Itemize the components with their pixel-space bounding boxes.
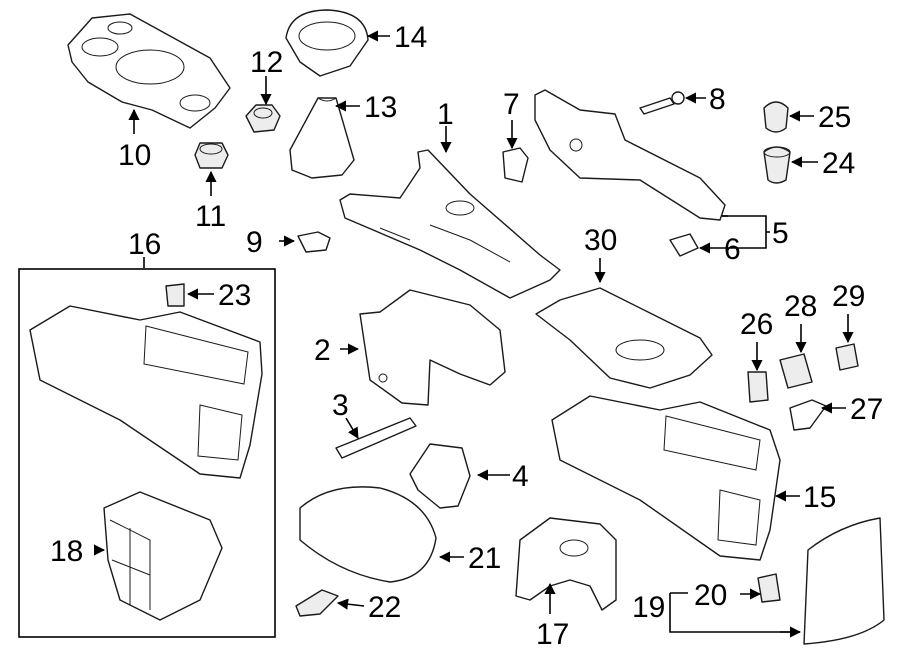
cap-25 xyxy=(763,101,789,133)
button-23 xyxy=(165,283,185,307)
boot-ring-14 xyxy=(285,9,369,77)
label-16: 16 xyxy=(128,228,161,261)
leader-lines xyxy=(93,30,854,638)
console-inset-16 xyxy=(29,305,263,479)
outlet-26 xyxy=(747,371,769,403)
label-5: 5 xyxy=(772,217,789,250)
clip-6 xyxy=(669,233,699,257)
trim-22 xyxy=(295,589,339,617)
upper-trim-30 xyxy=(535,287,713,389)
label-13: 13 xyxy=(364,91,397,124)
clip-20 xyxy=(757,573,781,603)
console-base-1 xyxy=(339,149,561,299)
label-22: 22 xyxy=(368,591,401,624)
label-3: 3 xyxy=(332,389,349,422)
label-25: 25 xyxy=(818,101,851,134)
push-pin-9 xyxy=(297,231,331,253)
label-9: 9 xyxy=(246,226,263,259)
label-2: 2 xyxy=(314,334,331,367)
socket-24 xyxy=(763,146,791,184)
bracket-7 xyxy=(502,147,529,183)
button-29 xyxy=(835,343,859,371)
label-10: 10 xyxy=(118,139,151,172)
bracket-17 xyxy=(515,517,617,611)
label-4: 4 xyxy=(512,460,529,493)
label-28: 28 xyxy=(784,290,817,323)
console-15 xyxy=(551,395,781,561)
label-14: 14 xyxy=(394,21,427,54)
label-29: 29 xyxy=(832,280,865,313)
label-7: 7 xyxy=(503,88,520,121)
side-panel-5 xyxy=(534,89,726,221)
label-27: 27 xyxy=(850,393,883,426)
label-8: 8 xyxy=(709,83,726,116)
label-19: 19 xyxy=(632,591,665,624)
holder-27 xyxy=(789,399,827,431)
switch-28 xyxy=(779,353,813,389)
boot-ring-12 xyxy=(245,104,281,133)
label-18: 18 xyxy=(50,535,83,568)
label-11: 11 xyxy=(195,200,226,233)
storage-bin-18 xyxy=(103,491,223,621)
label-1: 1 xyxy=(437,98,454,131)
label-12: 12 xyxy=(250,46,283,79)
label-15: 15 xyxy=(803,481,836,514)
shift-boot-13 xyxy=(289,97,355,179)
label-20: 20 xyxy=(694,579,727,612)
screw-8 xyxy=(639,91,685,115)
rail-3 xyxy=(335,417,417,459)
shift-bezel-11 xyxy=(194,142,229,169)
label-26: 26 xyxy=(740,308,773,341)
cupholder-trim xyxy=(67,13,231,129)
end-panel-19 xyxy=(803,517,885,645)
bracket-2 xyxy=(359,289,506,406)
armrest-21 xyxy=(299,486,437,583)
bracket-4 xyxy=(409,443,471,509)
label-6: 6 xyxy=(724,233,741,266)
inset-box-16 xyxy=(18,268,276,638)
label-23: 23 xyxy=(218,279,251,312)
label-30: 30 xyxy=(584,224,617,257)
label-21: 21 xyxy=(468,542,501,575)
label-17: 17 xyxy=(536,618,569,651)
label-24: 24 xyxy=(822,147,855,180)
